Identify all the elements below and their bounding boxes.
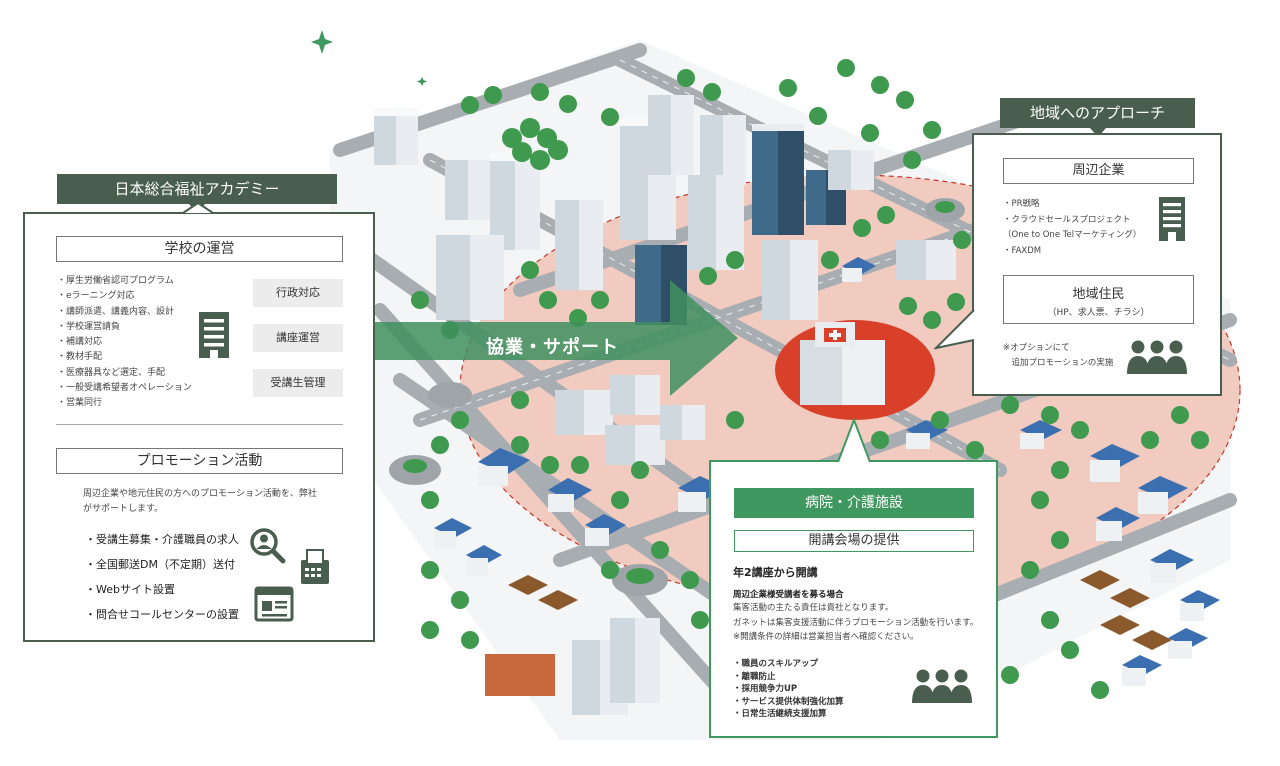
- list-item: ・PR戦略: [1003, 199, 1040, 209]
- people-group-icon: [912, 669, 972, 703]
- school-operation-heading: 学校の運営: [56, 236, 343, 262]
- local-residents-channels: （HP、求人票、チラシ）: [1047, 308, 1150, 318]
- hospital-panel: 病院・介護施設 開講会場の提供 年2講座から開講 周辺企業様受講者を募る場合 集…: [709, 460, 998, 738]
- list-item: ・サービス提供体制強化加算: [733, 696, 844, 707]
- fax-icon: [301, 549, 329, 584]
- list-item: ・離職防止: [733, 671, 776, 682]
- option-note-line: ※オプションにて: [1003, 343, 1070, 353]
- academy-tag: 日本総合福祉アカデミー: [57, 174, 337, 213]
- collaboration-arrow: [300, 280, 738, 396]
- list-item: ・厚生労働省認可プログラム: [57, 276, 174, 286]
- hospital-tag: 病院・介護施設: [734, 488, 974, 518]
- building-icon: [1159, 197, 1185, 241]
- list-item: ・補講対応: [57, 337, 103, 348]
- venue-provision-heading: 開講会場の提供: [734, 530, 974, 552]
- nearby-companies-heading: 周辺企業: [1003, 158, 1194, 184]
- people-group-icon: [1127, 340, 1187, 374]
- divider: [56, 424, 343, 425]
- sparkle-icon: [417, 77, 427, 86]
- list-item: ・問合せコールセンターの設置: [85, 608, 239, 621]
- list-item: ・Webサイト設置: [85, 583, 175, 596]
- option-note-line: 追加プロモーションの実施: [1003, 358, 1114, 368]
- option-note: ※オプションにて 追加プロモーションの実施: [1003, 341, 1113, 371]
- academy-panel: 学校の運営 ・厚生労働省認可プログラム ・eラーニング対応 ・講師派遣、講義内容…: [23, 212, 375, 642]
- academy-callout-pointer: [183, 202, 213, 214]
- promotion-list: ・受講生募集・介護職員の求人 ・全国郵送DM（不定期）送付 ・Webサイト設置 …: [85, 527, 239, 627]
- recruitment-case-lines: 集客活動の主たる責任は貴社となります。 ガネットは集客支援活動に伴うプロモーショ…: [733, 601, 978, 645]
- web-page-icon: [254, 586, 294, 622]
- benefits-list: ・職員のスキルアップ ・離職防止 ・採用競争力UP ・サービス提供体制強化加算 …: [733, 658, 844, 721]
- list-item: ・FAXDM: [1003, 245, 1042, 256]
- list-item: 集客活動の主たる責任は貴社となります。: [733, 603, 894, 613]
- list-item: ・職員のスキルアップ: [733, 659, 819, 669]
- recruitment-case-title: 周辺企業様受講者を募る場合: [733, 590, 844, 600]
- search-person-icon: [250, 528, 286, 564]
- course-operation-pill: 講座運営: [253, 324, 343, 352]
- promotion-heading: プロモーション活動: [56, 448, 343, 474]
- list-item: ・教材手配: [57, 352, 103, 363]
- list-item: ※開講条件の詳細は営業担当者へ確認ください。: [733, 632, 919, 642]
- list-item: ・営業同行: [57, 398, 103, 409]
- student-management-pill: 受講生管理: [253, 369, 343, 397]
- local-residents-heading: 地域住民: [1072, 287, 1125, 302]
- list-item: ガネットは集客支援活動に伴うプロモーション活動を行います。: [733, 617, 979, 628]
- list-item: ・学校運営請負: [57, 321, 121, 332]
- list-item: ・クラウドセールスプロジェクト: [1003, 214, 1131, 225]
- sparkle-icon: [311, 30, 333, 54]
- course-frequency: 年2講座から開講: [733, 566, 818, 579]
- list-item: （One to One Telマーケティング）: [1003, 230, 1142, 240]
- promotion-description: 周辺企業や地元住民の方へのプロモーション活動を、弊社がサポートします。: [83, 489, 317, 514]
- school-operation-list: ・厚生労働省認可プログラム ・eラーニング対応 ・講師派遣、講義内容、設計 ・学…: [57, 274, 192, 412]
- nearby-companies-list: ・PR戦略 ・クラウドセールスプロジェクト （One to One Telマーケ…: [1003, 197, 1141, 259]
- list-item: ・全国郵送DM（不定期）送付: [85, 558, 235, 571]
- list-item: ・医療器具など選定、手配: [57, 367, 166, 378]
- buildings: [374, 95, 956, 715]
- list-item: ・eラーニング対応: [57, 291, 135, 302]
- regional-approach-panel: 周辺企業 ・PR戦略 ・クラウドセールスプロジェクト （One to One T…: [972, 133, 1222, 396]
- list-item: ・日常生活継続支援加算: [733, 709, 827, 719]
- list-item: ・講師派遣、講義内容、設計: [57, 306, 175, 317]
- hospital-callout-pointer: [837, 418, 871, 463]
- regional-approach-tag: 地域へのアプローチ: [1000, 98, 1195, 137]
- arrow-label: 協業・サポート: [486, 337, 619, 358]
- farm-plots: [508, 570, 1172, 650]
- building-icon: [199, 312, 229, 358]
- list-item: ・受講生募集・介護職員の求人: [85, 533, 239, 546]
- list-item: ・一般受講希望者オペレーション: [57, 383, 192, 394]
- regional-callout-pointer: [934, 309, 975, 350]
- local-residents-box: 地域住民 （HP、求人票、チラシ）: [1003, 275, 1194, 324]
- administration-pill: 行政対応: [253, 279, 343, 307]
- list-item: ・採用競争力UP: [733, 684, 798, 694]
- hospital-building: [800, 322, 885, 405]
